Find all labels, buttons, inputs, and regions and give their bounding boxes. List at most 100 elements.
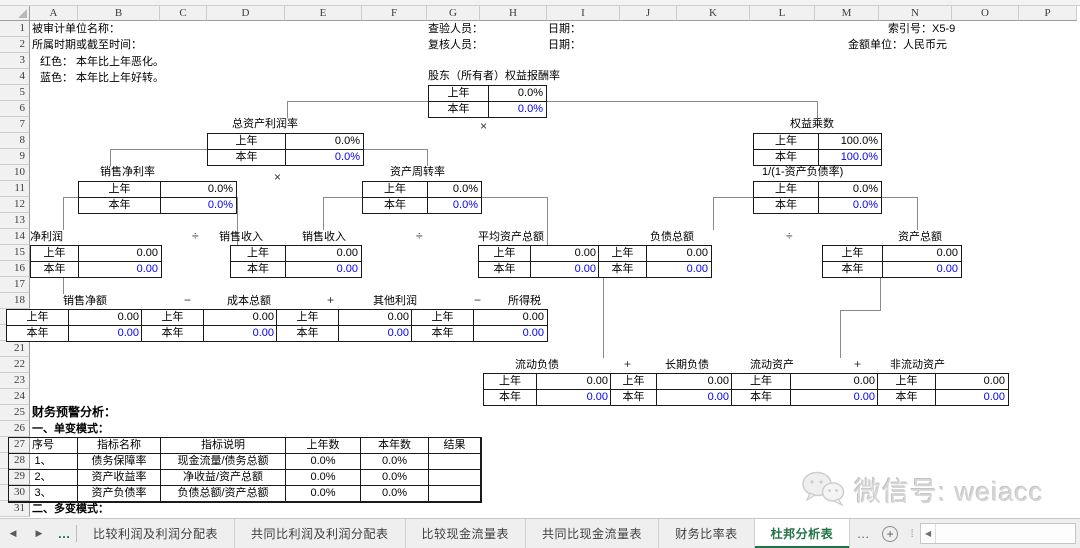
row-header-7[interactable]: 7: [0, 117, 30, 133]
row-header-14[interactable]: 14: [0, 229, 30, 245]
column-header-A[interactable]: A: [30, 6, 78, 21]
non-current-assets-curr-value-cell[interactable]: 0.00: [983, 391, 1005, 403]
column-header-G[interactable]: G: [427, 6, 480, 21]
asset-turnover-curr-value-cell[interactable]: 0.0%: [452, 199, 478, 211]
avg-total-assets-curr-year-cell[interactable]: 本年: [479, 262, 531, 278]
row-header-29[interactable]: 29: [0, 469, 30, 485]
row-header-1[interactable]: 1: [0, 21, 30, 37]
add-sheet-button[interactable]: +: [876, 519, 904, 548]
sheet-tab-6[interactable]: 杜邦分析表: [754, 519, 851, 548]
current-liabilities-prev-year-cell[interactable]: 上年: [484, 374, 537, 390]
net-profit-prev-value-cell[interactable]: 0.00: [79, 246, 161, 262]
income-tax-curr-year-cell[interactable]: 本年: [412, 326, 474, 342]
long-term-liabilities-curr-year-cell[interactable]: 本年: [611, 390, 657, 406]
equity-multiplier-prev-value-cell[interactable]: 100.0%: [819, 134, 881, 150]
warning-table-header-cell[interactable]: 指标名称: [78, 438, 161, 454]
warning-table-cell[interactable]: 0.0%: [361, 454, 429, 470]
long-term-liabilities-curr-value-cell[interactable]: 0.00: [707, 391, 729, 403]
column-header-I[interactable]: I: [547, 6, 620, 21]
row-header-11[interactable]: 11: [0, 181, 30, 197]
warning-table-cell[interactable]: [429, 486, 481, 502]
column-header-H[interactable]: H: [480, 6, 547, 21]
warning-table-header-cell[interactable]: 指标说明: [161, 438, 286, 454]
warning-table-header-cell[interactable]: 本年数: [361, 438, 429, 454]
total-cost-prev-value-cell[interactable]: 0.00: [204, 310, 277, 326]
asset-turnover-prev-value-cell[interactable]: 0.0%: [428, 182, 481, 198]
warning-table-cell[interactable]: 1、: [9, 454, 78, 470]
column-header-E[interactable]: E: [285, 6, 362, 21]
sheet-tab-4[interactable]: 共同比现金流量表: [526, 519, 660, 548]
net-sales-prev-value-cell[interactable]: 0.00: [69, 310, 142, 326]
warning-table-header-cell[interactable]: 上年数: [286, 438, 361, 454]
non-current-assets-prev-year-cell[interactable]: 上年: [878, 374, 936, 390]
row-header-22[interactable]: 22: [0, 357, 30, 373]
long-term-liabilities-prev-year-cell[interactable]: 上年: [611, 374, 657, 390]
income-tax-prev-value-cell[interactable]: 0.00: [474, 310, 547, 326]
column-header-M[interactable]: M: [815, 6, 879, 21]
sheet-tab-2[interactable]: 共同比利润及利润分配表: [235, 519, 406, 548]
row-header-12[interactable]: 12: [0, 197, 30, 213]
one-over-debt-ratio-curr-year-cell[interactable]: 本年: [754, 198, 819, 214]
warning-table-header-cell[interactable]: 序号: [9, 438, 78, 454]
total-liabilities-prev-value-cell[interactable]: 0.00: [647, 246, 711, 262]
non-current-assets-prev-value-cell[interactable]: 0.00: [936, 374, 1008, 390]
warning-table-cell[interactable]: 2、: [9, 470, 78, 486]
shareholder-roe-curr-value-cell[interactable]: 0.0%: [517, 103, 543, 115]
total-assets-curr-year-cell[interactable]: 本年: [823, 262, 883, 278]
equity-multiplier-curr-year-cell[interactable]: 本年: [754, 150, 819, 166]
one-over-debt-ratio-prev-value-cell[interactable]: 0.0%: [819, 182, 881, 198]
total-cost-curr-value-cell[interactable]: 0.00: [252, 327, 274, 339]
row-header-25[interactable]: 25: [0, 405, 30, 421]
net-profit-prev-year-cell[interactable]: 上年: [31, 246, 79, 262]
warning-table-cell[interactable]: 3、: [9, 486, 78, 502]
total-liabilities-curr-year-cell[interactable]: 本年: [599, 262, 647, 278]
row-header-8[interactable]: 8: [0, 133, 30, 149]
equity-multiplier-prev-year-cell[interactable]: 上年: [754, 134, 819, 150]
net-profit-margin-curr-value-cell[interactable]: 0.0%: [207, 199, 233, 211]
net-sales-curr-year-cell[interactable]: 本年: [7, 326, 69, 342]
row-header-4[interactable]: 4: [0, 69, 30, 85]
net-profit-margin-prev-year-cell[interactable]: 上年: [79, 182, 161, 198]
sheet-overflow-right-icon[interactable]: …: [856, 526, 870, 541]
current-assets-prev-value-cell[interactable]: 0.00: [791, 374, 878, 390]
row-header-24[interactable]: 24: [0, 389, 30, 405]
warning-table-cell[interactable]: 0.0%: [286, 454, 361, 470]
sales-revenue-curr-value-cell[interactable]: 0.00: [336, 263, 358, 275]
column-header-K[interactable]: K: [677, 6, 750, 21]
warning-table-cell[interactable]: 0.0%: [361, 486, 429, 502]
warning-table-cell[interactable]: 0.0%: [286, 486, 361, 502]
non-current-assets-curr-year-cell[interactable]: 本年: [878, 390, 936, 406]
warning-table-cell[interactable]: 资产负债率: [78, 486, 161, 502]
column-header-C[interactable]: C: [160, 6, 207, 21]
row-header-30[interactable]: 30: [0, 485, 30, 501]
row-header-27[interactable]: 27: [0, 437, 30, 453]
sheet-tab-1[interactable]: 比较利润及利润分配表: [77, 519, 236, 548]
column-header-L[interactable]: L: [750, 6, 815, 21]
row-header-16[interactable]: 16: [0, 261, 30, 277]
row-header-10[interactable]: 10: [0, 165, 30, 181]
sales-revenue-prev-year-cell[interactable]: 上年: [231, 246, 286, 262]
total-assets-prev-year-cell[interactable]: 上年: [823, 246, 883, 262]
net-profit-margin-prev-value-cell[interactable]: 0.0%: [161, 182, 236, 198]
other-profit-curr-value-cell[interactable]: 0.00: [387, 327, 409, 339]
total-asset-profit-prev-year-cell[interactable]: 上年: [208, 134, 286, 150]
row-header-31[interactable]: 31: [0, 501, 30, 517]
row-header-15[interactable]: 15: [0, 245, 30, 261]
total-asset-profit-curr-year-cell[interactable]: 本年: [208, 150, 286, 166]
income-tax-prev-year-cell[interactable]: 上年: [412, 310, 474, 326]
avg-total-assets-curr-value-cell[interactable]: 0.00: [574, 263, 596, 275]
asset-turnover-curr-year-cell[interactable]: 本年: [363, 198, 428, 214]
asset-turnover-prev-year-cell[interactable]: 上年: [363, 182, 428, 198]
row-header-9[interactable]: 9: [0, 149, 30, 165]
warning-table-cell[interactable]: 现金流量/债务总额: [161, 454, 286, 470]
row-header-21[interactable]: 21: [0, 341, 30, 357]
row-header-6[interactable]: 6: [0, 101, 30, 117]
warning-table-cell[interactable]: 债务保障率: [78, 454, 161, 470]
total-liabilities-curr-value-cell[interactable]: 0.00: [686, 263, 708, 275]
current-liabilities-prev-value-cell[interactable]: 0.00: [537, 374, 611, 390]
total-cost-curr-year-cell[interactable]: 本年: [142, 326, 204, 342]
shareholder-roe-prev-year-cell[interactable]: 上年: [429, 86, 489, 102]
total-cost-prev-year-cell[interactable]: 上年: [142, 310, 204, 326]
warning-table-cell[interactable]: [429, 470, 481, 486]
row-header-2[interactable]: 2: [0, 37, 30, 53]
